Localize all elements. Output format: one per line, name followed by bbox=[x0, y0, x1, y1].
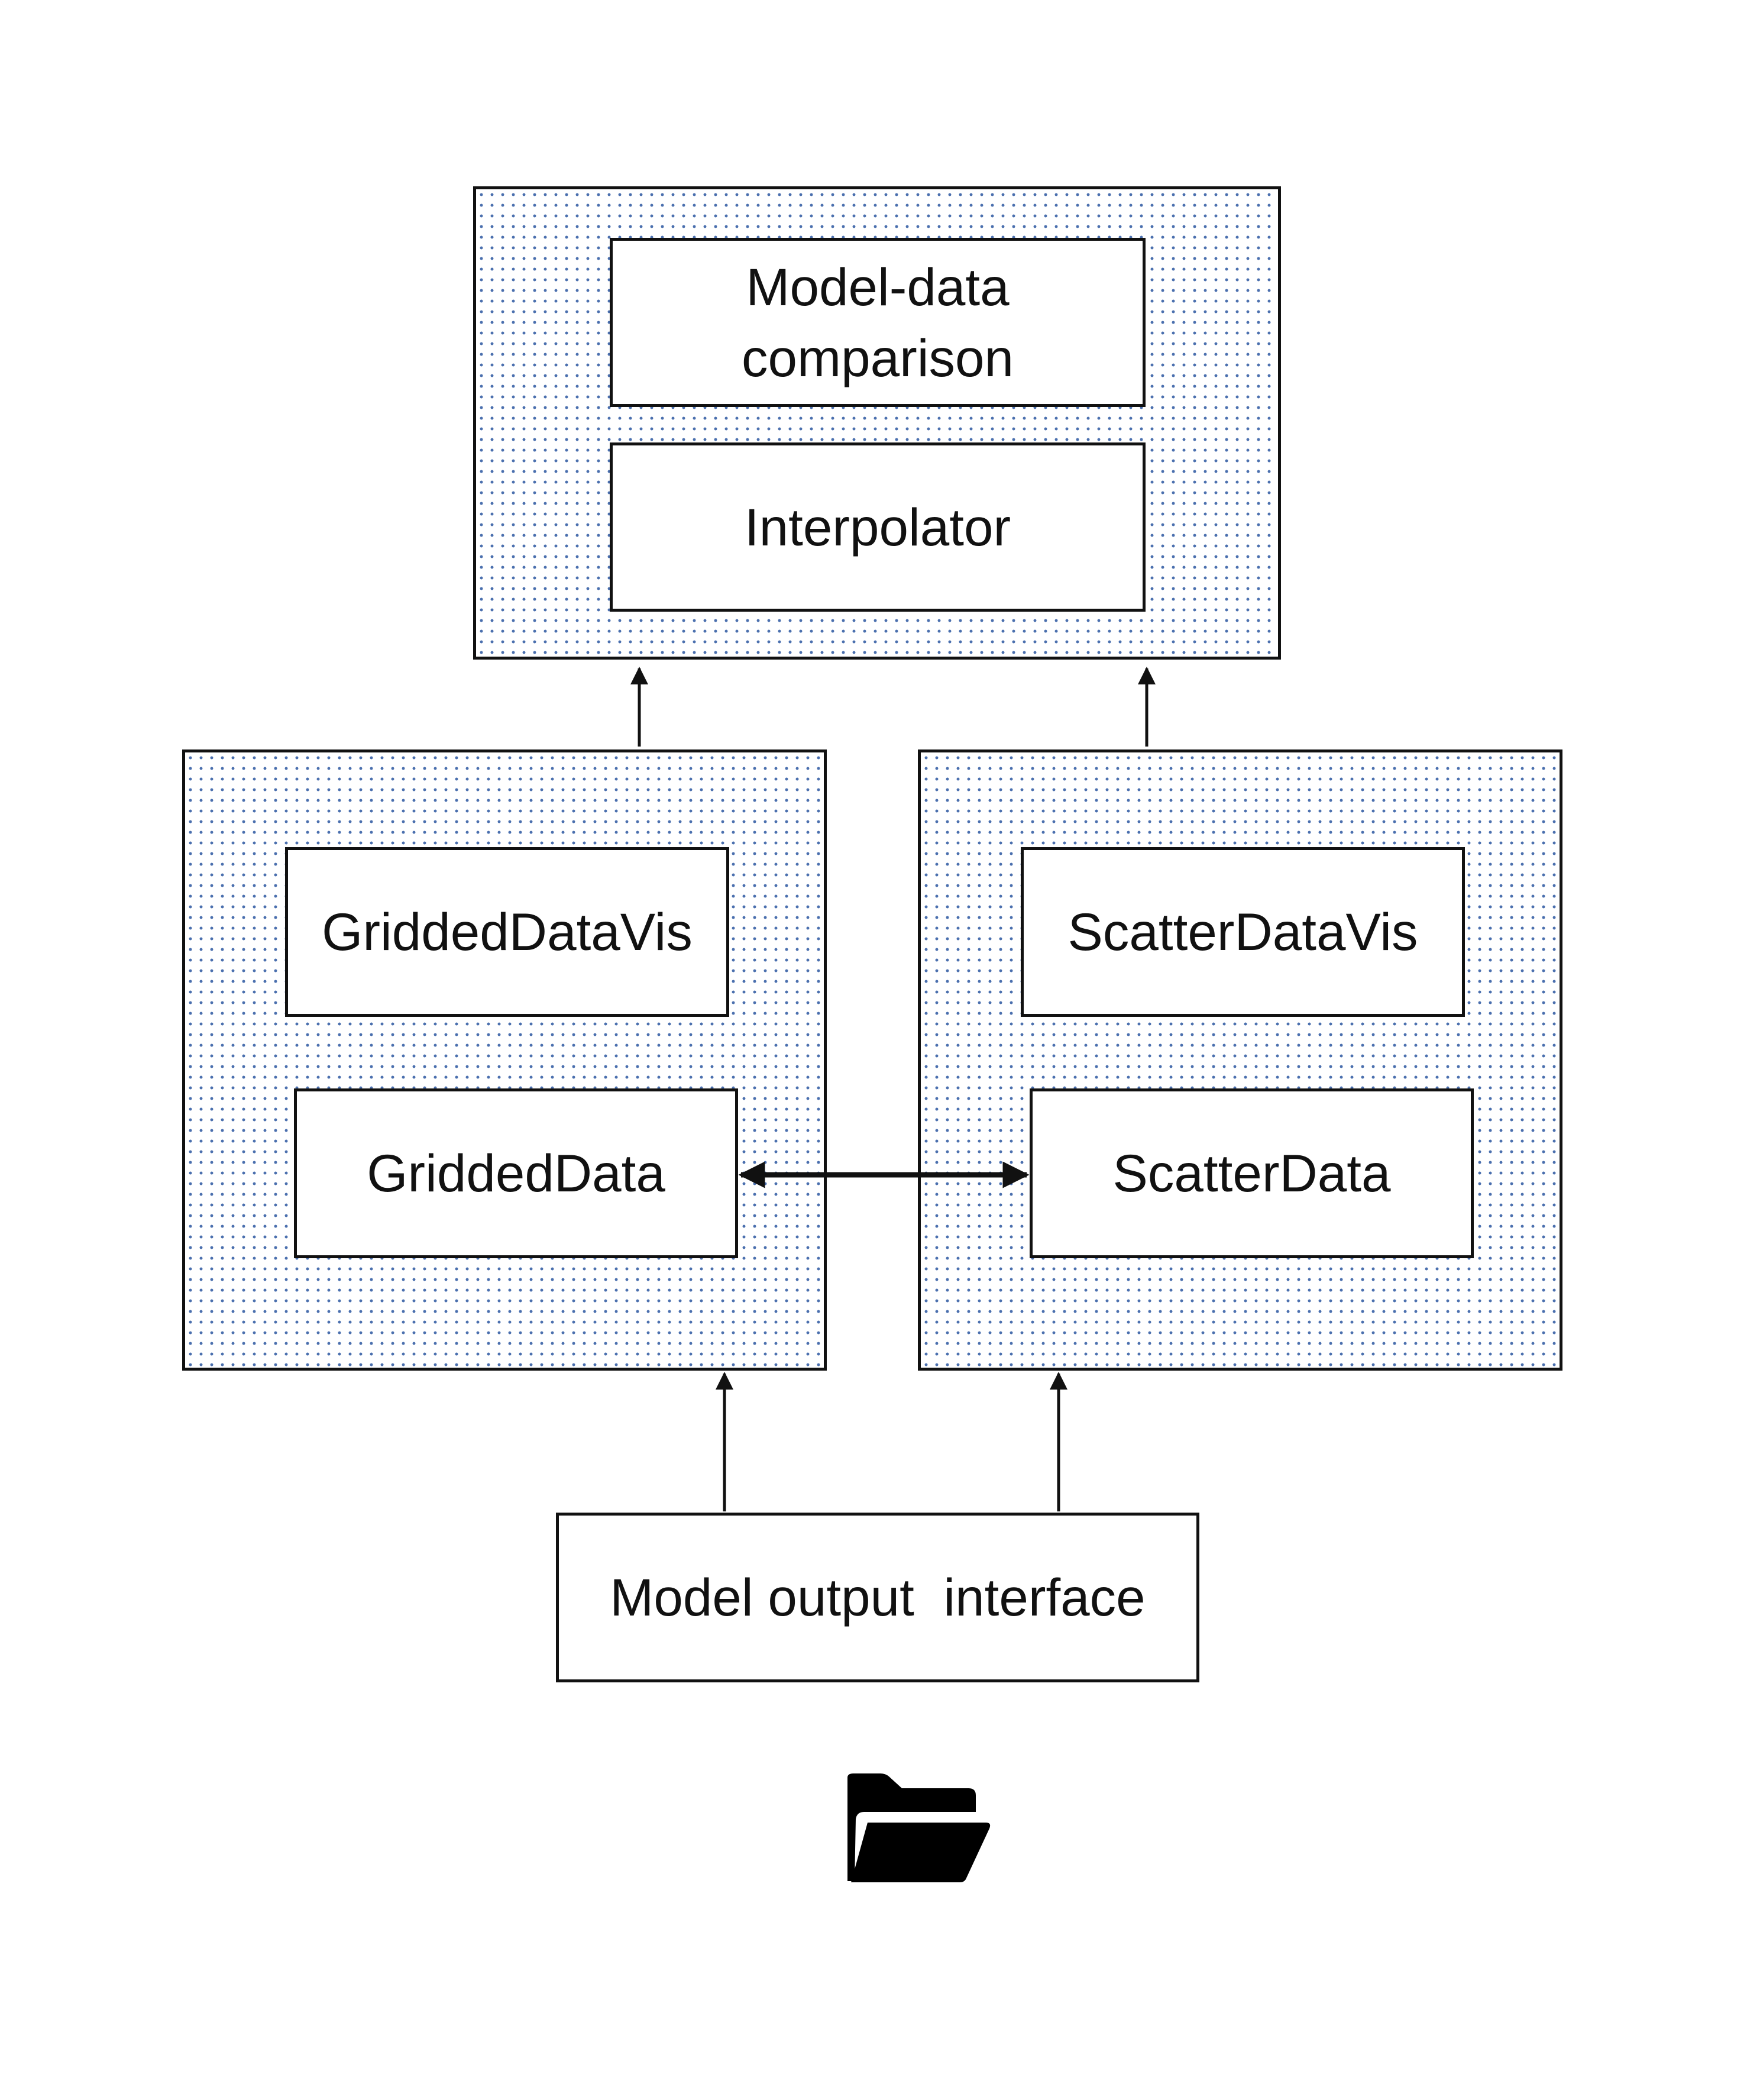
model-output-interface-box[interactable]: Model output interface bbox=[556, 1513, 1199, 1682]
gridded-data-vis-box[interactable]: GriddedDataVis bbox=[285, 847, 729, 1017]
model-data-comparison-box[interactable]: Model-data comparison bbox=[610, 238, 1146, 407]
interpolator-box[interactable]: Interpolator bbox=[610, 442, 1146, 612]
scatter-group bbox=[918, 749, 1562, 1371]
scatter-data-vis-box[interactable]: ScatterDataVis bbox=[1021, 847, 1465, 1017]
gridded-data-box[interactable]: GriddedData bbox=[294, 1088, 738, 1258]
gridded-group bbox=[182, 749, 827, 1371]
scatter-data-box[interactable]: ScatterData bbox=[1030, 1088, 1474, 1258]
folder-open-icon bbox=[847, 1773, 991, 1882]
